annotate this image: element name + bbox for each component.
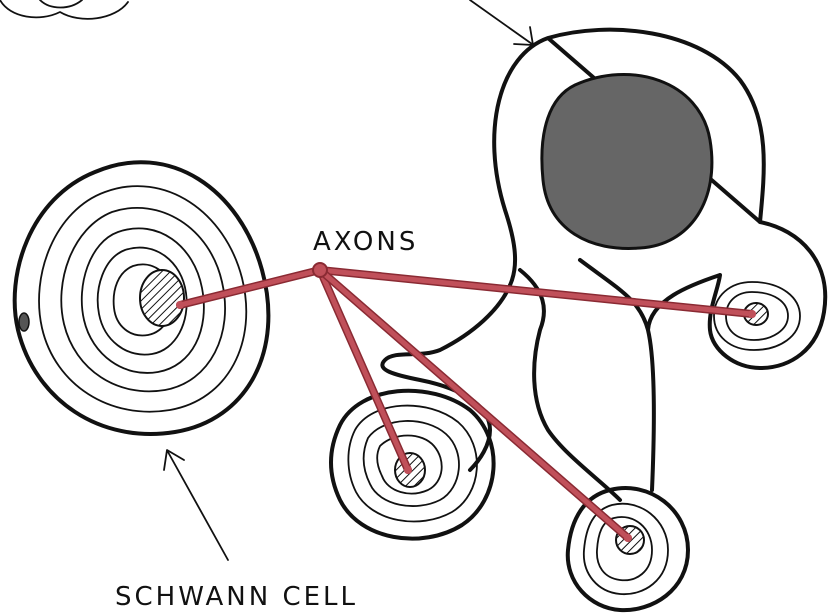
axon-cross-section-hatched xyxy=(139,269,185,327)
axon-indicator-lines xyxy=(176,262,756,542)
axon-hub-dot xyxy=(312,262,328,278)
oligodendrocyte-cell xyxy=(380,27,828,502)
axon-end-dot xyxy=(404,466,412,474)
axon-end-dot xyxy=(176,301,184,309)
axon-end-dot xyxy=(748,310,756,318)
schwann-cell-sheath xyxy=(12,160,271,436)
axons-label: AXONS xyxy=(313,227,418,257)
myelin-sheath-right xyxy=(713,281,801,351)
myelin-sheath-bottom-middle xyxy=(329,388,496,541)
oligodendrocyte-pointer-arrow xyxy=(469,0,534,46)
schwann-nucleus xyxy=(18,312,30,332)
axon-end-dot xyxy=(624,534,632,542)
schwann-cell-label: SCHWANN CELL xyxy=(115,582,358,612)
schwann-cell-arrow xyxy=(163,449,229,561)
corner-sketch xyxy=(0,0,129,20)
nucleus xyxy=(540,72,714,250)
